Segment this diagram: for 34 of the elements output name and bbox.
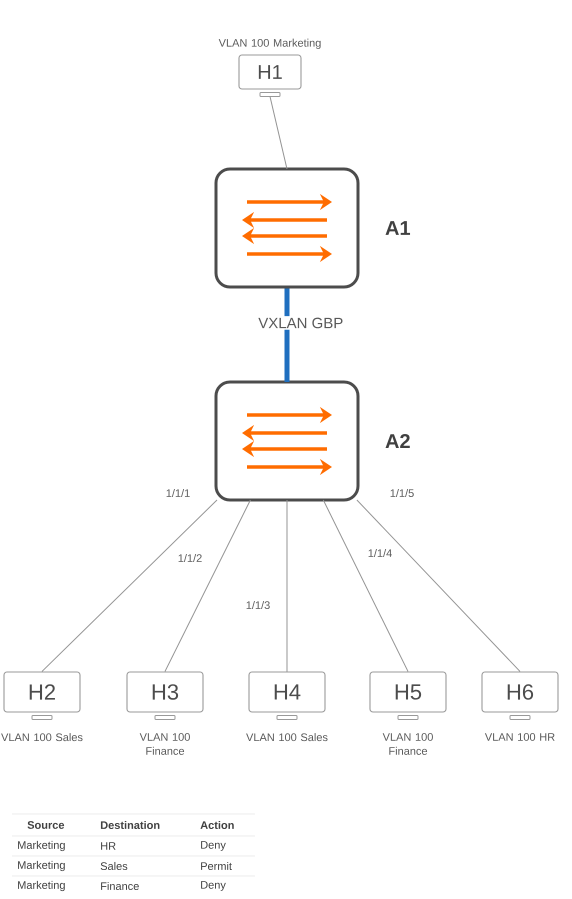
connector-line [42, 500, 218, 672]
monitor: H4 [248, 671, 326, 720]
connector-line [164, 500, 251, 672]
host-caption: VLAN 100 Finance [382, 733, 433, 755]
host-caption: VLAN 100 HR [484, 733, 555, 741]
table-cell: Destination [100, 820, 160, 830]
connector-line [322, 500, 408, 672]
host-caption: VLAN 100 Marketing [218, 38, 321, 49]
edge-label: VXLAN GBP [256, 316, 345, 330]
monitor: H1 [238, 54, 302, 98]
host-caption: VLAN 100 Finance [140, 733, 190, 755]
table-cell: Marketing [18, 860, 65, 872]
host-caption: VLAN 100 Sales [1, 733, 83, 742]
device-label: A1 [386, 221, 410, 235]
table-cell: Marketing [18, 880, 65, 892]
connector-line [284, 288, 290, 382]
monitor: H5 [369, 671, 447, 720]
table-cell: Deny [201, 841, 226, 851]
connector-line [270, 96, 288, 170]
table-cell: Sales [100, 862, 128, 870]
device-label: A2 [386, 434, 410, 448]
table-cell: Permit [201, 862, 232, 870]
table-cell: Source [28, 821, 64, 829]
monitor: H3 [126, 671, 204, 720]
connector-line [286, 500, 288, 672]
table-cell: Finance [101, 882, 139, 890]
table-cell: HR [101, 842, 116, 850]
table-cell: Action [200, 820, 234, 830]
monitor: H2 [3, 671, 81, 720]
monitor: H6 [481, 671, 559, 720]
table-cell: Marketing [18, 840, 65, 852]
table-cell: Deny [201, 881, 226, 891]
host-caption: VLAN 100 Sales [246, 733, 328, 742]
connector-line [356, 500, 520, 672]
